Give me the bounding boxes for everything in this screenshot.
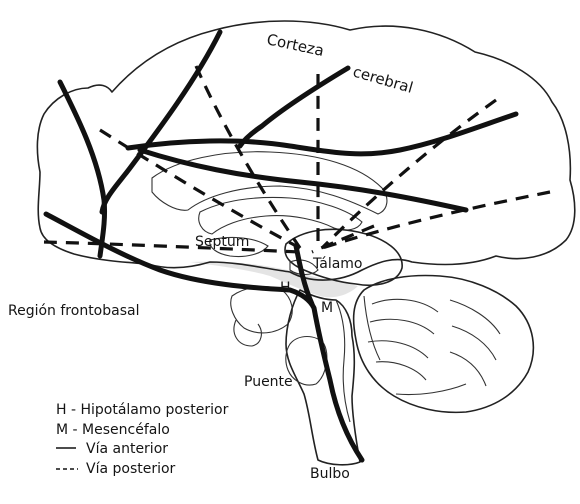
label-m: M [321,300,333,316]
legend-h: H - Hipotálamo posterior [56,402,229,418]
posterior-path-4 [322,192,550,248]
posterior-path-5 [100,130,300,248]
posterior-path-6 [44,242,300,252]
label-talamo: Tálamo [312,256,363,272]
label-corteza: Corteza [265,30,325,60]
anterior-path-front [60,82,105,256]
legend-m: M - Mesencéfalo [56,422,170,438]
label-region-frontobasal: Región frontobasal [8,303,139,319]
label-cerebral: cerebral [351,63,415,97]
anterior-path-lower [140,150,466,210]
callosum-contour [199,198,362,234]
label-septum: Septum [195,234,249,250]
label-h: H [280,280,291,296]
legend-posterior: Vía posterior [86,461,176,477]
label-bulbo: Bulbo [310,466,350,482]
legend: H - Hipotálamo posterior M - Mesencéfalo… [56,402,229,477]
cerebellum-folia [364,296,500,395]
anterior-path-top [102,32,220,212]
anterior-path-mid [240,68,348,146]
posterior-path-1 [196,66,300,248]
anterior-path-upper [128,114,516,154]
cerebellum-outline [354,276,534,413]
legend-anterior: Vía anterior [86,441,168,457]
posterior-path-3 [322,100,496,248]
label-puente: Puente [244,374,293,390]
